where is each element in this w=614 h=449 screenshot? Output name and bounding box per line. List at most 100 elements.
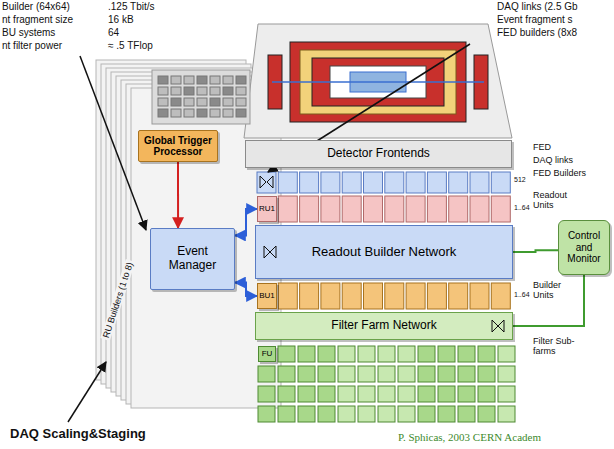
trigger-cell — [158, 109, 168, 117]
count-number: 1..64 — [514, 291, 530, 299]
fed-builder — [342, 172, 361, 193]
filter-unit — [478, 366, 495, 382]
fed-builder — [406, 172, 425, 193]
trigger-cell — [171, 76, 181, 84]
trigger-cell — [197, 109, 207, 117]
fed-builder — [364, 172, 383, 193]
filter-unit — [498, 366, 515, 382]
spec-text: .125 Tbit/s — [108, 1, 155, 13]
trigger-picture — [152, 70, 250, 124]
node-text: RU1 — [259, 204, 275, 213]
filter-unit — [318, 406, 335, 422]
filter-unit — [438, 386, 455, 402]
builder-unit — [406, 283, 425, 309]
readout-unit: RU1 — [257, 196, 277, 222]
fed-builder — [449, 172, 468, 193]
fed-builder — [278, 172, 297, 193]
filter-unit — [338, 346, 355, 362]
trigger-cell — [197, 98, 207, 106]
filter-unit — [378, 346, 395, 362]
trigger-cell — [210, 98, 220, 106]
filter-unit — [398, 406, 415, 422]
connector — [513, 275, 584, 326]
filter-unit — [458, 346, 475, 362]
builder-unit — [321, 283, 340, 309]
filter-unit — [458, 386, 475, 402]
fed-builder — [427, 172, 446, 193]
trigger-cell — [236, 87, 246, 95]
filter-unit — [478, 346, 495, 362]
row-label: FED Builders — [533, 168, 586, 178]
readout-unit — [449, 196, 468, 222]
filter-unit — [378, 366, 395, 382]
spec-text: nt fragment size — [2, 14, 73, 26]
filter-unit — [478, 386, 495, 402]
node-text: Global Trigger Processor — [142, 135, 214, 158]
filter-unit — [298, 386, 315, 402]
filter-unit — [418, 386, 435, 402]
filter-unit — [438, 406, 455, 422]
connector — [235, 283, 257, 296]
trigger-cell — [236, 109, 246, 117]
row-label: DAQ links — [533, 155, 573, 165]
filter-unit — [278, 366, 295, 382]
filter-unit — [498, 346, 515, 362]
builder-unit — [449, 283, 468, 309]
spec-text: DAQ links (2.5 Gb — [497, 1, 578, 13]
spec-text: BU systems — [2, 27, 55, 39]
trigger-cell — [184, 87, 194, 95]
switch-symbol — [492, 320, 504, 332]
trigger-cell — [171, 109, 181, 117]
network-slab: Readout Builder Network — [255, 225, 513, 279]
filter-unit — [258, 386, 275, 402]
builder-unit — [278, 283, 297, 309]
fed-builder — [491, 172, 510, 193]
fed-builder — [321, 172, 340, 193]
trigger-cell — [184, 98, 194, 106]
trigger-cell — [236, 76, 246, 84]
trigger-cell — [158, 98, 168, 106]
filter-unit — [358, 346, 375, 362]
fed-builder — [257, 172, 276, 193]
node-text: Control and Monitor — [562, 230, 606, 265]
filter-unit — [498, 406, 515, 422]
filter-unit — [358, 406, 375, 422]
network-slab: Filter Farm Network — [255, 312, 513, 340]
filter-unit — [338, 366, 355, 382]
filter-unit — [398, 346, 415, 362]
count-number: 1..64 — [514, 204, 530, 212]
switch-icon — [262, 244, 278, 260]
readout-unit — [278, 196, 297, 222]
builder-unit — [300, 283, 319, 309]
trigger-cell — [171, 87, 181, 95]
readout-unit — [321, 196, 340, 222]
filter-unit — [258, 406, 275, 422]
node-text: Event Manager — [159, 245, 226, 273]
group-label: RU Builders (1 to 8) — [100, 259, 135, 341]
leader-arrow — [80, 56, 146, 230]
filter-unit — [338, 386, 355, 402]
trigger-cell — [184, 76, 194, 84]
spec-text: 64 — [108, 27, 119, 39]
filter-unit — [298, 346, 315, 362]
filter-unit — [338, 406, 355, 422]
spec-text: nt filter power — [2, 40, 62, 52]
filter-unit — [498, 386, 515, 402]
filter-unit — [378, 406, 395, 422]
filter-unit — [358, 386, 375, 402]
node-text: BU1 — [259, 291, 275, 300]
node-text: Readout Builder Network — [312, 245, 457, 260]
readout-unit — [406, 196, 425, 222]
filter-unit — [358, 366, 375, 382]
readout-unit — [470, 196, 489, 222]
readout-unit — [491, 196, 510, 222]
row-label: Builder Units — [533, 280, 571, 301]
filter-unit — [398, 386, 415, 402]
trigger-panel — [152, 70, 250, 124]
filter-unit — [378, 386, 395, 402]
filter-unit — [458, 366, 475, 382]
filter-unit — [258, 366, 275, 382]
trigger-cell — [184, 109, 194, 117]
